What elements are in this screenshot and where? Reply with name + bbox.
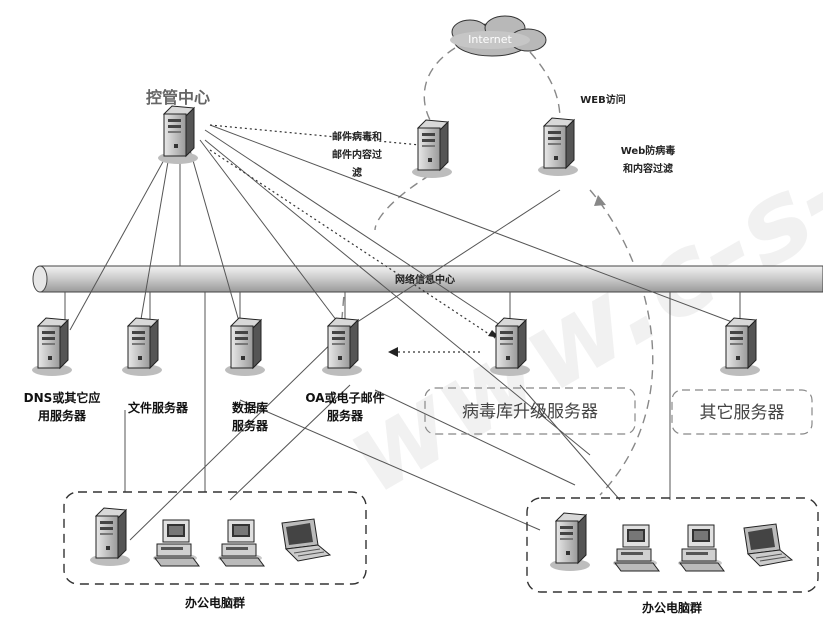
web-filter-server-icon bbox=[538, 118, 578, 176]
mail-server-label-line2: 服务器 bbox=[327, 408, 364, 423]
office-right-desktop-icon bbox=[678, 525, 724, 571]
mail-filter-link bbox=[375, 175, 430, 230]
database-server-label-line1: 数据库 bbox=[232, 400, 268, 415]
file-server-label: 文件服务器 bbox=[128, 400, 189, 415]
office-left-desktop-icon bbox=[218, 520, 264, 566]
web-filter-line2: 和内容过滤 bbox=[622, 162, 673, 175]
office-right-laptop-icon bbox=[744, 524, 792, 566]
virus-update-server-label: 病毒库升级服务器 bbox=[462, 402, 598, 422]
dns-server-label-line1: DNS或其它应 bbox=[24, 390, 101, 405]
mail-filter-server-icon bbox=[412, 120, 452, 178]
office-right-label: 办公电脑群 bbox=[642, 600, 702, 615]
mail-server-icon bbox=[322, 318, 362, 376]
internet-link-right bbox=[530, 52, 560, 120]
web-access-label: WEB访问 bbox=[580, 93, 625, 106]
control-center-label: 控管中心 bbox=[146, 88, 210, 107]
mail-filter-line2: 邮件内容过 bbox=[332, 148, 382, 161]
mail-filter-line3: 滤 bbox=[352, 166, 362, 179]
database-server-icon bbox=[225, 318, 265, 376]
office-left-label: 办公电脑群 bbox=[185, 595, 245, 610]
web-filter-line1: Web防病毒 bbox=[621, 144, 676, 157]
database-server-label-line2: 服务器 bbox=[232, 418, 269, 433]
control-center-server-icon bbox=[158, 106, 198, 164]
office-right-server-icon bbox=[550, 513, 590, 571]
mail-server-label-line1: OA或电子邮件 bbox=[305, 390, 384, 405]
office-left-server-icon bbox=[90, 508, 130, 566]
virus-update-server-icon bbox=[490, 318, 530, 376]
mail-filter-line1: 邮件病毒和 bbox=[332, 130, 382, 143]
office-left-desktop-icon bbox=[153, 520, 199, 566]
other-server-icon bbox=[720, 318, 760, 376]
internet-link-left bbox=[424, 48, 455, 120]
office-right-desktop-icon bbox=[613, 525, 659, 571]
internet-label: Internet bbox=[468, 33, 512, 46]
office-left-laptop-icon bbox=[282, 519, 330, 561]
dns-server-icon bbox=[32, 318, 72, 376]
dns-server-label-line2: 用服务器 bbox=[37, 408, 87, 423]
file-server-icon bbox=[122, 318, 162, 376]
other-server-label: 其它服务器 bbox=[700, 403, 785, 423]
